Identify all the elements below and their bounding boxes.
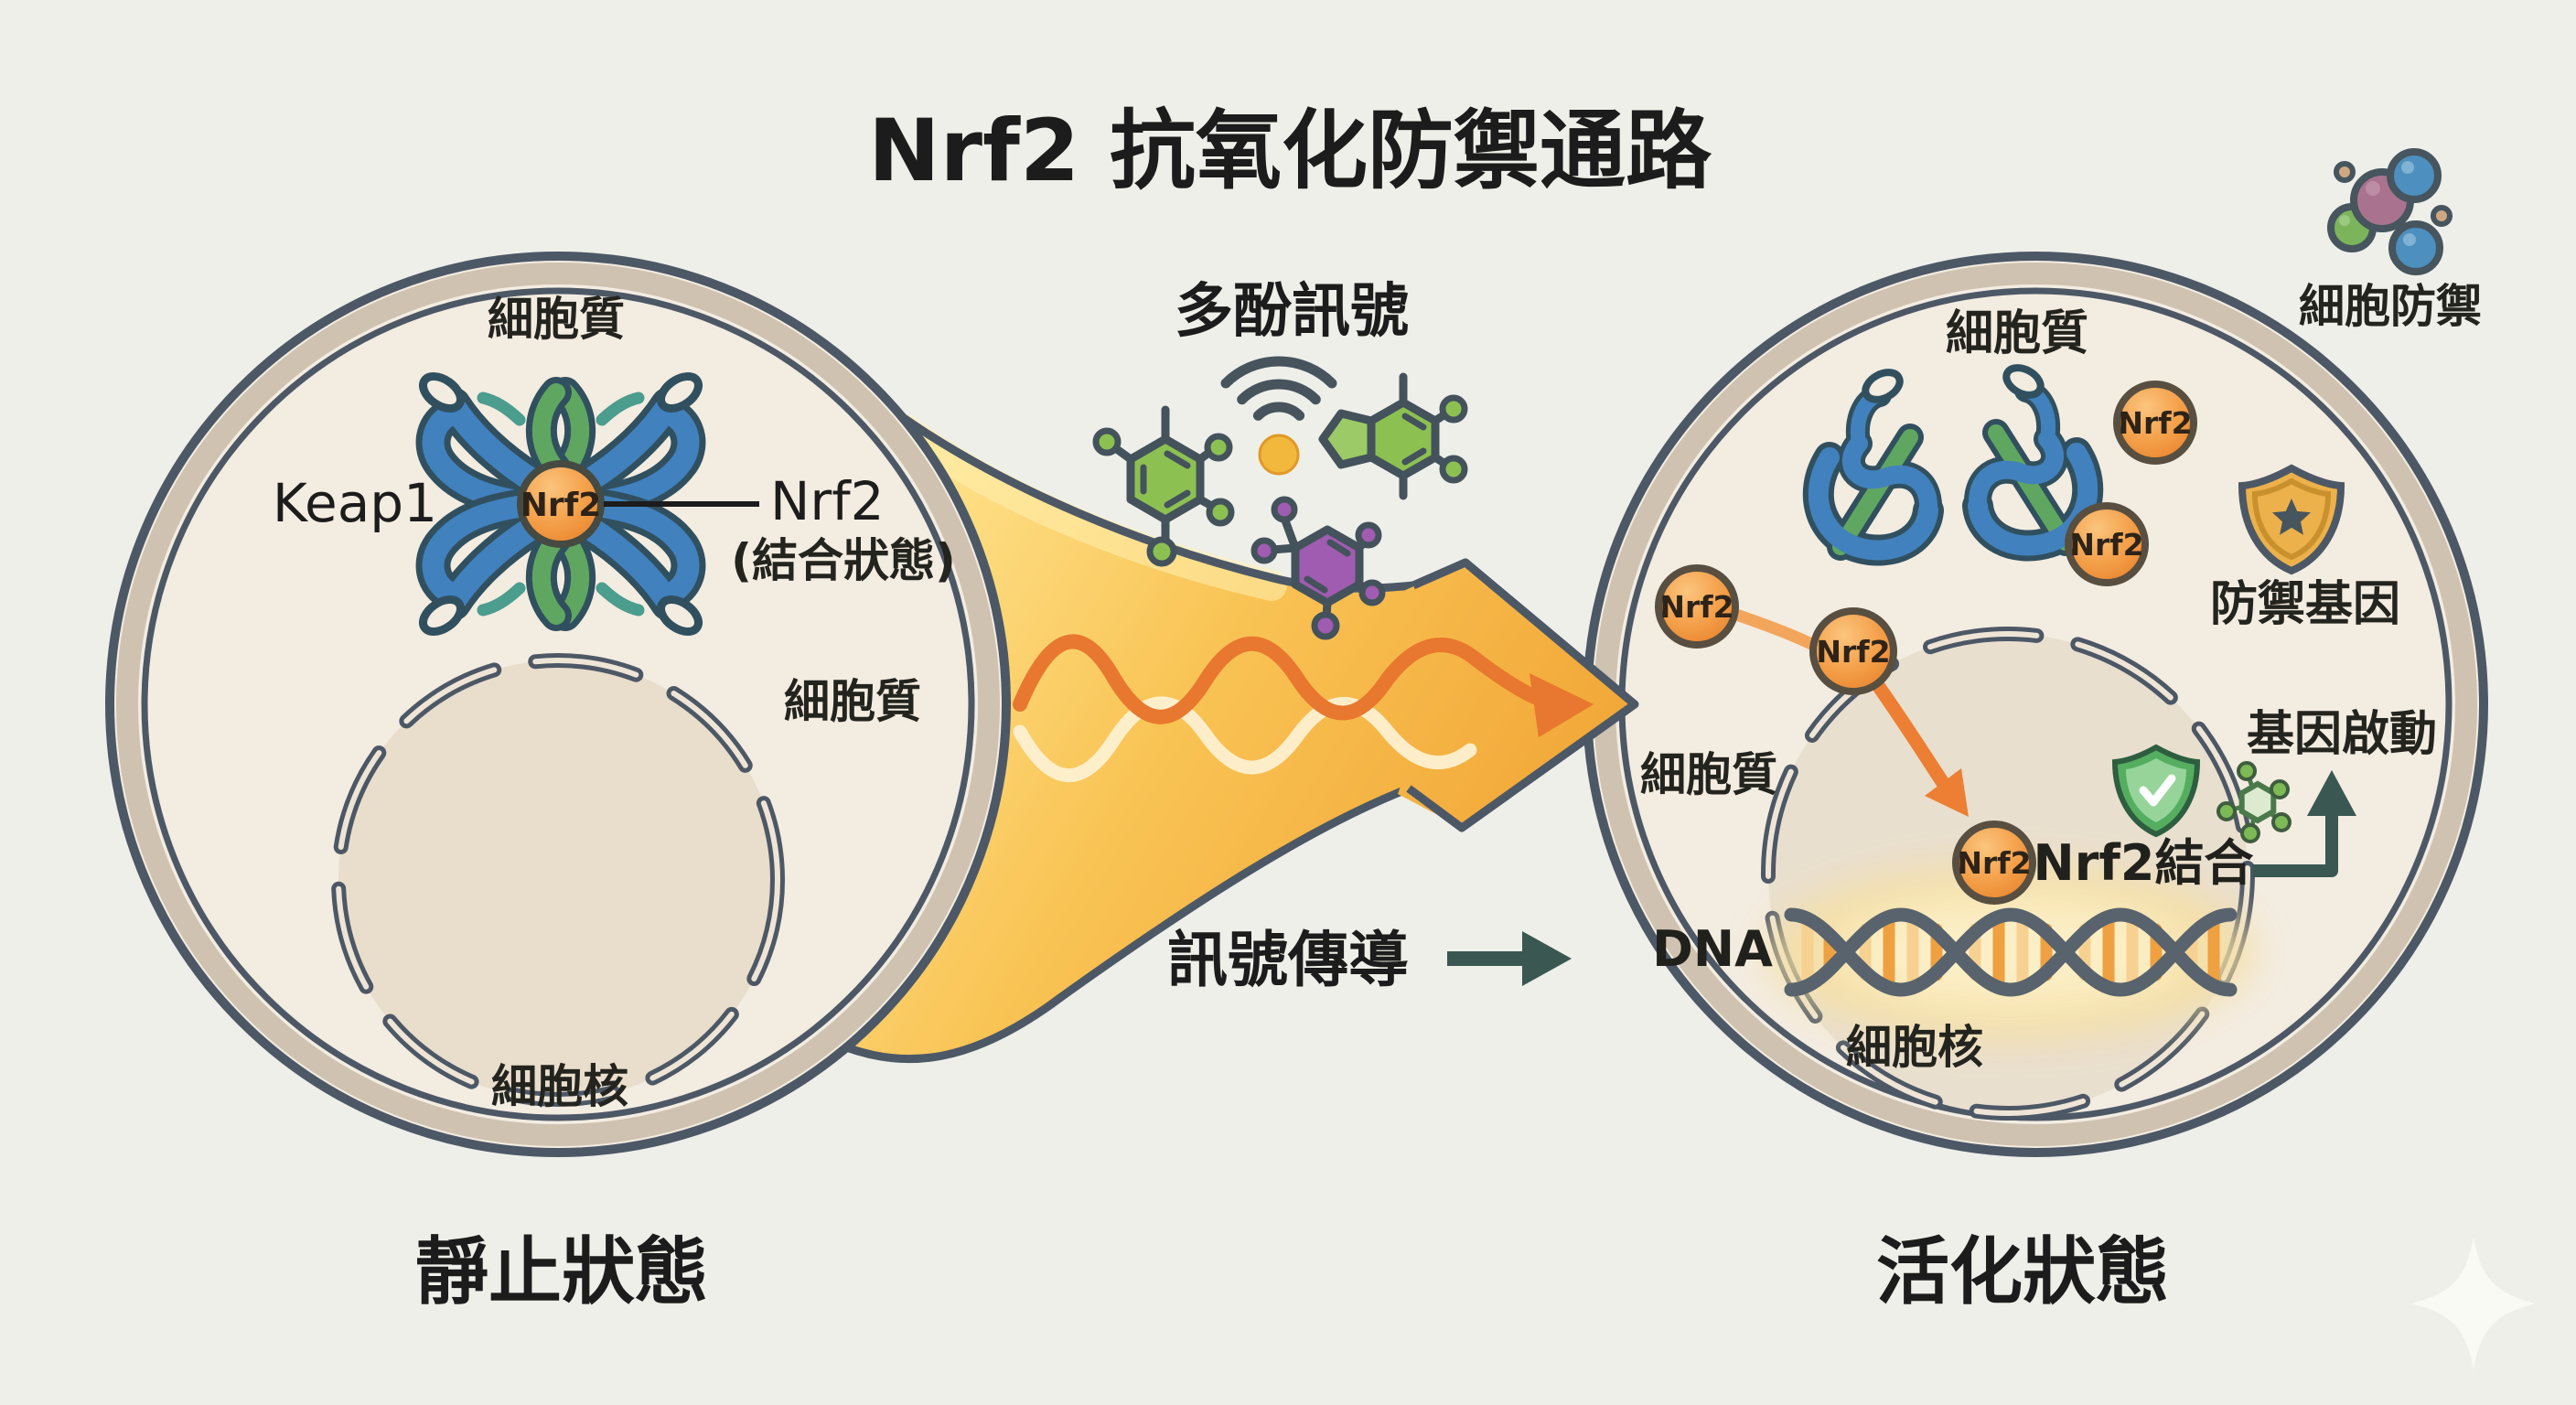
- nrf2-translocation-arrow: [1870, 677, 1954, 796]
- right-nucleus-label: 細胞核: [1846, 1021, 1983, 1074]
- dna-helix-icon: [1768, 865, 2253, 1039]
- right-cytoplasm-left-label: 細胞質: [1640, 748, 1777, 801]
- right-cytoplasm-top-label: 細胞質: [1946, 306, 2088, 361]
- signal-transduction-arrow: [1447, 931, 1572, 986]
- defense-gene-label: 防禦基因: [2210, 577, 2400, 632]
- wave-arrowhead: [1530, 673, 1594, 737]
- gene-product-molecule-icon: [2216, 761, 2292, 843]
- polyphenol-molecule-fused-icon: [1318, 372, 1468, 500]
- svg-text:Nrf2: Nrf2: [2069, 527, 2143, 563]
- nrf2-binding-label: Nrf2結合: [2034, 834, 2254, 892]
- svg-text:Nrf2: Nrf2: [1816, 634, 1890, 670]
- nrf2-dna-text: Nrf2: [1957, 845, 2031, 881]
- nrf2-bound-callout: Nrf2: [770, 470, 885, 532]
- wave-cream: [1013, 696, 1477, 783]
- signal-transduction-label: 訊號傳導: [1167, 925, 1409, 995]
- dna-label: DNA: [1652, 920, 1773, 978]
- gene-activation-arrow: [2252, 770, 2356, 877]
- nrf2-free-circles: Nrf2 Nrf2 Nrf2 Nrf2: [1655, 381, 2197, 695]
- keap1-nrf2-complex: Nrf2: [417, 370, 704, 638]
- svg-text:Nrf2: Nrf2: [2118, 405, 2192, 441]
- gene-activation-label: 基因啟動: [2247, 707, 2437, 762]
- nrf2-bound-circle: [517, 460, 605, 548]
- left-cytoplasm-right-label: 細胞質: [784, 675, 921, 728]
- molecule-cluster-icon: [2327, 148, 2453, 275]
- polyphenol-title: 多酚訊號: [1175, 278, 1409, 346]
- sparkle-icon: [2411, 1237, 2536, 1370]
- right-cell: Nrf2 Nrf2 Nrf2 Nrf2 Nrf2: [1583, 252, 2488, 1157]
- left-cytoplasm-top-label: 細胞質: [488, 293, 625, 346]
- nrf2-bound-sub: (結合狀態): [731, 534, 956, 587]
- wifi-signal-icon: [1220, 356, 1337, 476]
- wave-orange: [1013, 634, 1485, 724]
- polyphenol-molecule-purple-icon: [1250, 496, 1386, 640]
- svg-text:Nrf2: Nrf2: [1659, 589, 1733, 625]
- left-cell: Nrf2 細胞質 Keap1 Nrf2 (結合狀態) 細胞質 細胞核: [105, 252, 1011, 1157]
- keap1-label: Keap1: [273, 472, 437, 534]
- signal-waves: [1013, 634, 1594, 783]
- nrf2-dna-circle: [1952, 820, 2036, 905]
- page-title: Nrf2 抗氧化防禦通路: [868, 102, 1712, 201]
- left-nucleus: [331, 653, 785, 1107]
- nrf2-translocation-arrowhead: [1925, 768, 1969, 817]
- nrf2-bound-text: Nrf2: [521, 487, 602, 524]
- cell-defense-label: 細胞防禦: [2299, 280, 2482, 333]
- polyphenol-molecule-green-icon: [1092, 405, 1235, 567]
- shield-star-icon: [2238, 464, 2345, 575]
- activated-state-label: 活化狀態: [1876, 1229, 2169, 1314]
- left-nucleus-label: 細胞核: [491, 1060, 628, 1113]
- resting-state-label: 靜止狀態: [415, 1229, 708, 1314]
- shield-check-icon: [2111, 744, 2201, 838]
